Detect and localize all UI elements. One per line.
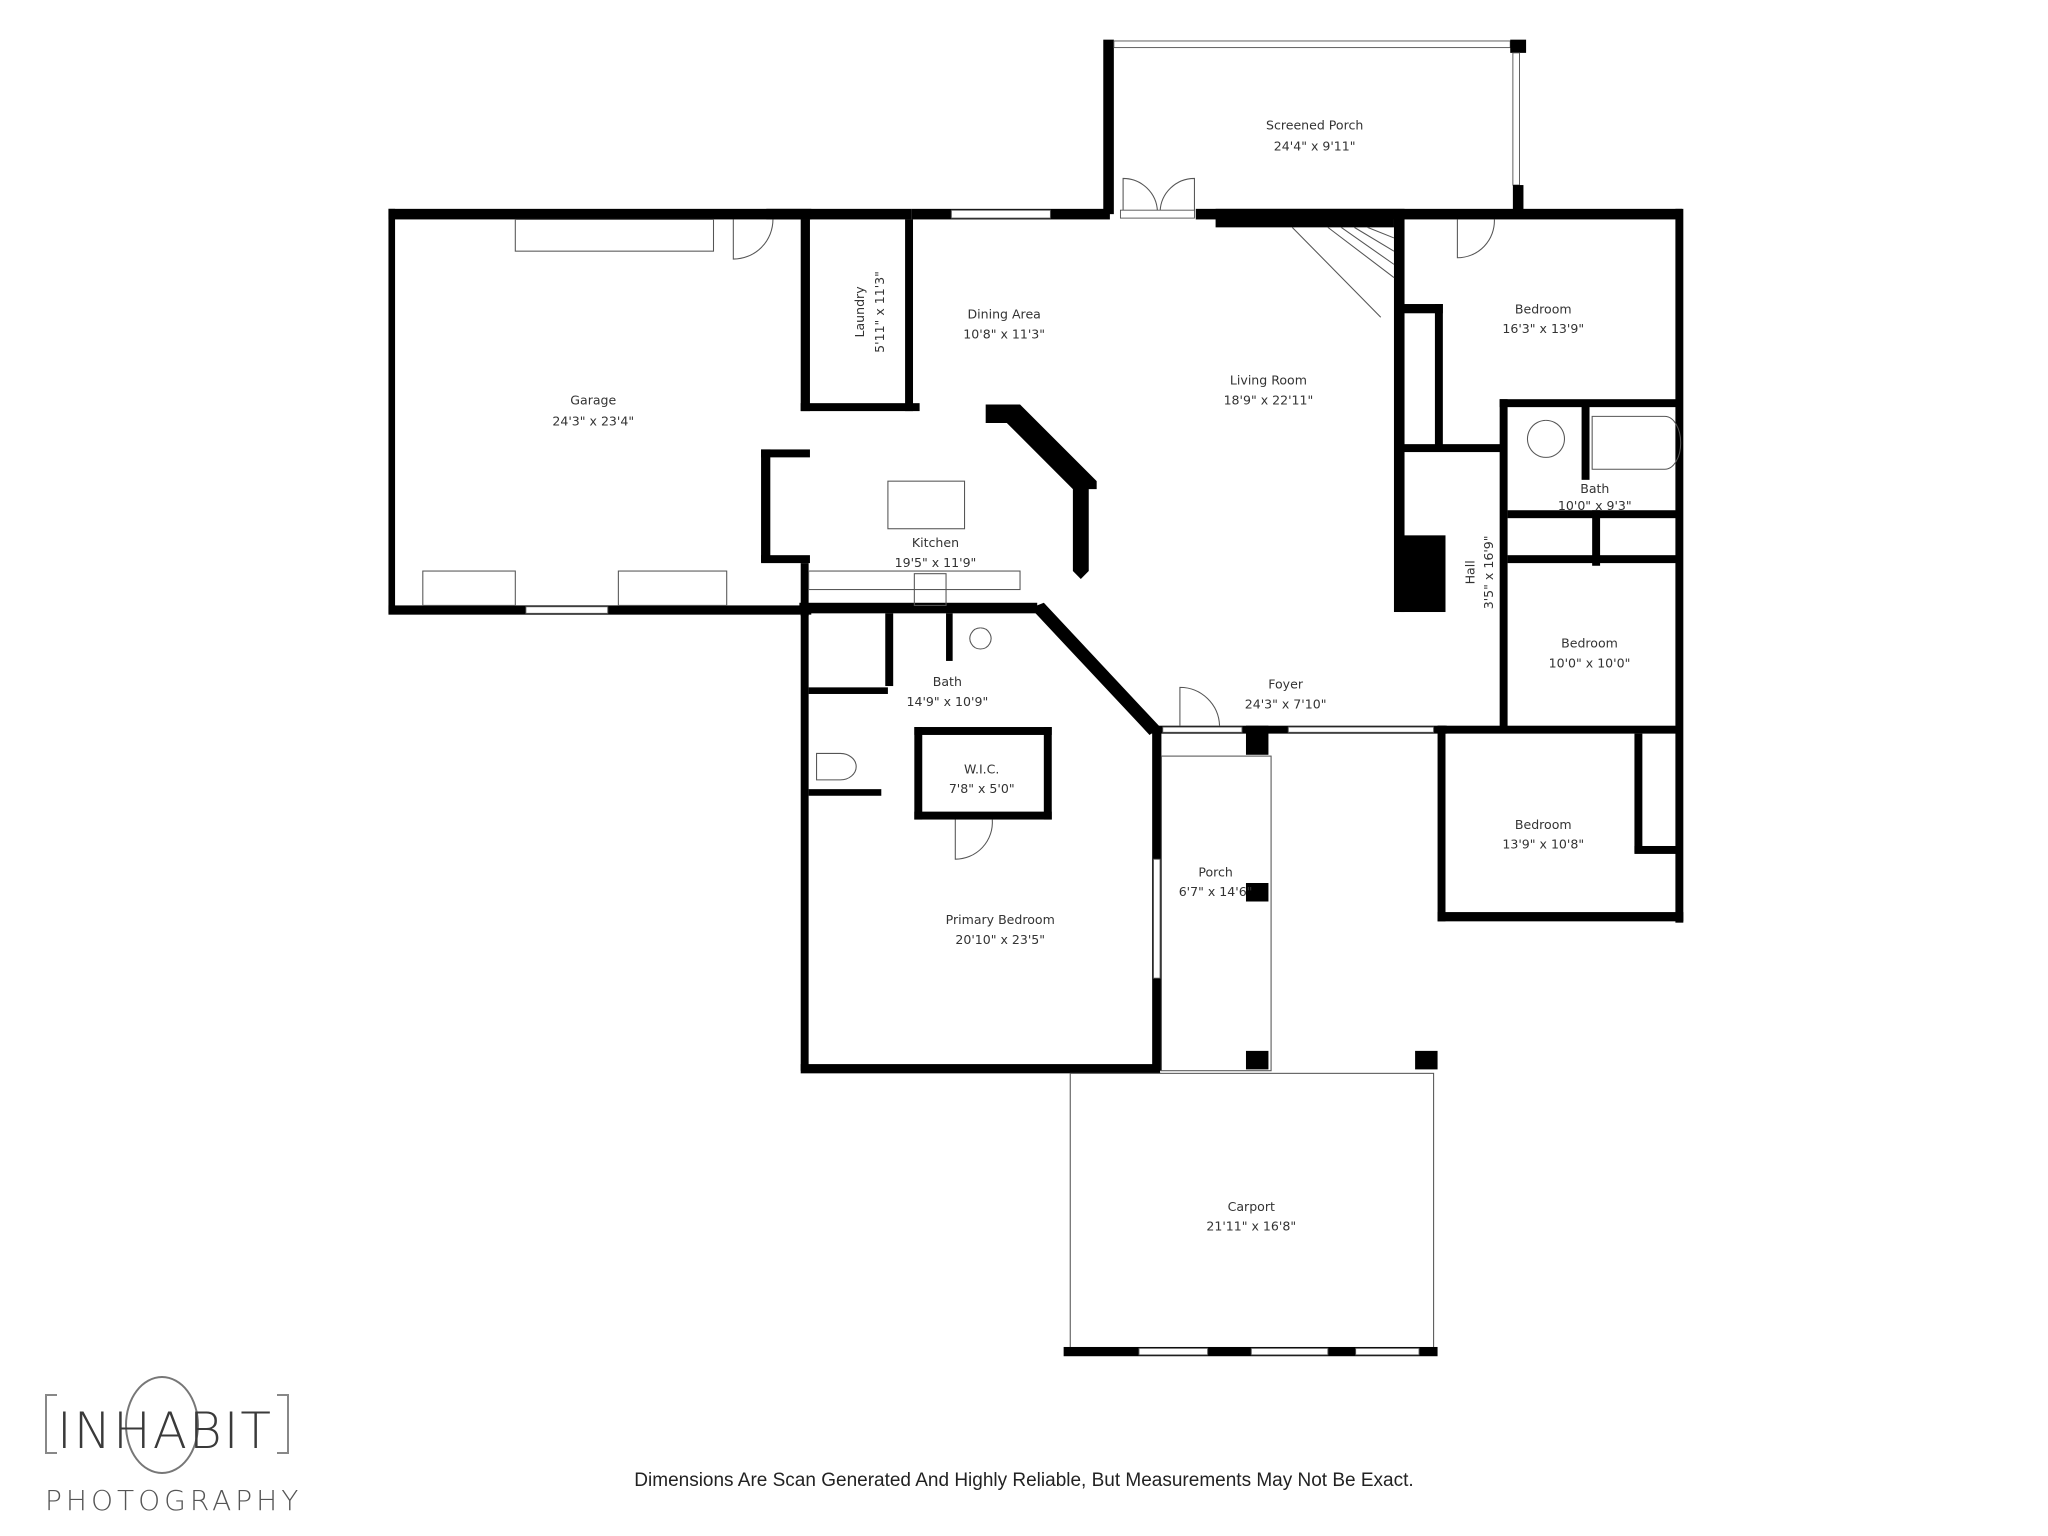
- logo-wordmark: INHABIT: [57, 1402, 273, 1460]
- room-name-hall: Hall: [1463, 560, 1478, 584]
- room-dims-garage: 24'3" x 23'4": [552, 414, 634, 429]
- room-name-screened-porch: Screened Porch: [1266, 118, 1363, 133]
- primary-suite-walls: [800, 613, 1162, 1074]
- room-name-carport: Carport: [1228, 1199, 1275, 1214]
- room-name-bedroom-e: Bedroom: [1561, 636, 1618, 651]
- screened-porch-walls: [1103, 39, 1527, 215]
- logo-subtitle: PHOTOGRAPHY: [45, 1484, 303, 1517]
- room-name-foyer: Foyer: [1268, 677, 1304, 692]
- room-dims-dining-area: 10'8" x 11'3": [963, 326, 1045, 341]
- room-dims-bedroom-e: 10'0" x 10'0": [1549, 656, 1631, 671]
- room-dims-carport: 21'11" x 16'8": [1206, 1219, 1296, 1234]
- room-name-kitchen: Kitchen: [912, 535, 959, 550]
- room-dims-bedroom-se: 13'9" x 10'8": [1502, 837, 1584, 852]
- room-dims-bath-ne: 10'0" x 9'3": [1558, 498, 1632, 513]
- room-name-dining-area: Dining Area: [968, 307, 1041, 322]
- carport-walls: [1063, 1072, 1438, 1357]
- room-dims-wic: 7'8" x 5'0": [949, 781, 1015, 796]
- room-dims-bedroom-ne: 16'3" x 13'9": [1502, 321, 1584, 336]
- room-dims-kitchen: 19'5" x 11'9": [895, 555, 977, 570]
- room-name-porch: Porch: [1198, 864, 1233, 879]
- room-name-primary-bedroom: Primary Bedroom: [946, 912, 1055, 927]
- kitchen-fixtures: [808, 404, 1161, 735]
- room-name-garage: Garage: [570, 392, 616, 407]
- room-name-living-room: Living Room: [1230, 373, 1307, 388]
- logo-ring-icon: [125, 1376, 199, 1474]
- room-dims-living-room: 18'9" x 22'11": [1224, 392, 1314, 407]
- room-name-bedroom-ne: Bedroom: [1515, 301, 1572, 316]
- room-dims-primary-bath: 14'9" x 10'9": [906, 694, 988, 709]
- logo-bracket-left: [45, 1394, 57, 1454]
- room-name-primary-bath: Bath: [933, 674, 962, 689]
- room-dims-porch: 6'7" x 14'6": [1179, 884, 1253, 899]
- disclaimer-text: Dimensions Are Scan Generated And Highly…: [634, 1470, 1414, 1491]
- room-dims-primary-bedroom: 20'10" x 23'5": [955, 932, 1045, 947]
- room-dims-foyer: 24'3" x 7'10": [1245, 697, 1327, 712]
- porch-walls: [1160, 755, 1438, 1072]
- stairs: [1291, 226, 1395, 318]
- inhabit-photography-logo: INHABIT PHOTOGRAPHY: [45, 1376, 298, 1528]
- room-dims-hall: 3'5" x 16'9": [1481, 535, 1496, 609]
- room-name-wic: W.I.C.: [964, 761, 999, 776]
- room-labels: Screened Porch 24'4" x 9'11" Garage 24'3…: [552, 118, 1631, 1234]
- room-name-bedroom-se: Bedroom: [1515, 817, 1572, 832]
- main-walls: [388, 208, 1684, 923]
- room-name-laundry: Laundry: [852, 286, 867, 338]
- room-dims-screened-porch: 24'4" x 9'11": [1274, 139, 1356, 154]
- room-name-bath-ne: Bath: [1580, 481, 1609, 496]
- room-dims-laundry: 5'11" x 11'3": [872, 271, 887, 353]
- logo-bracket-right: [277, 1394, 289, 1454]
